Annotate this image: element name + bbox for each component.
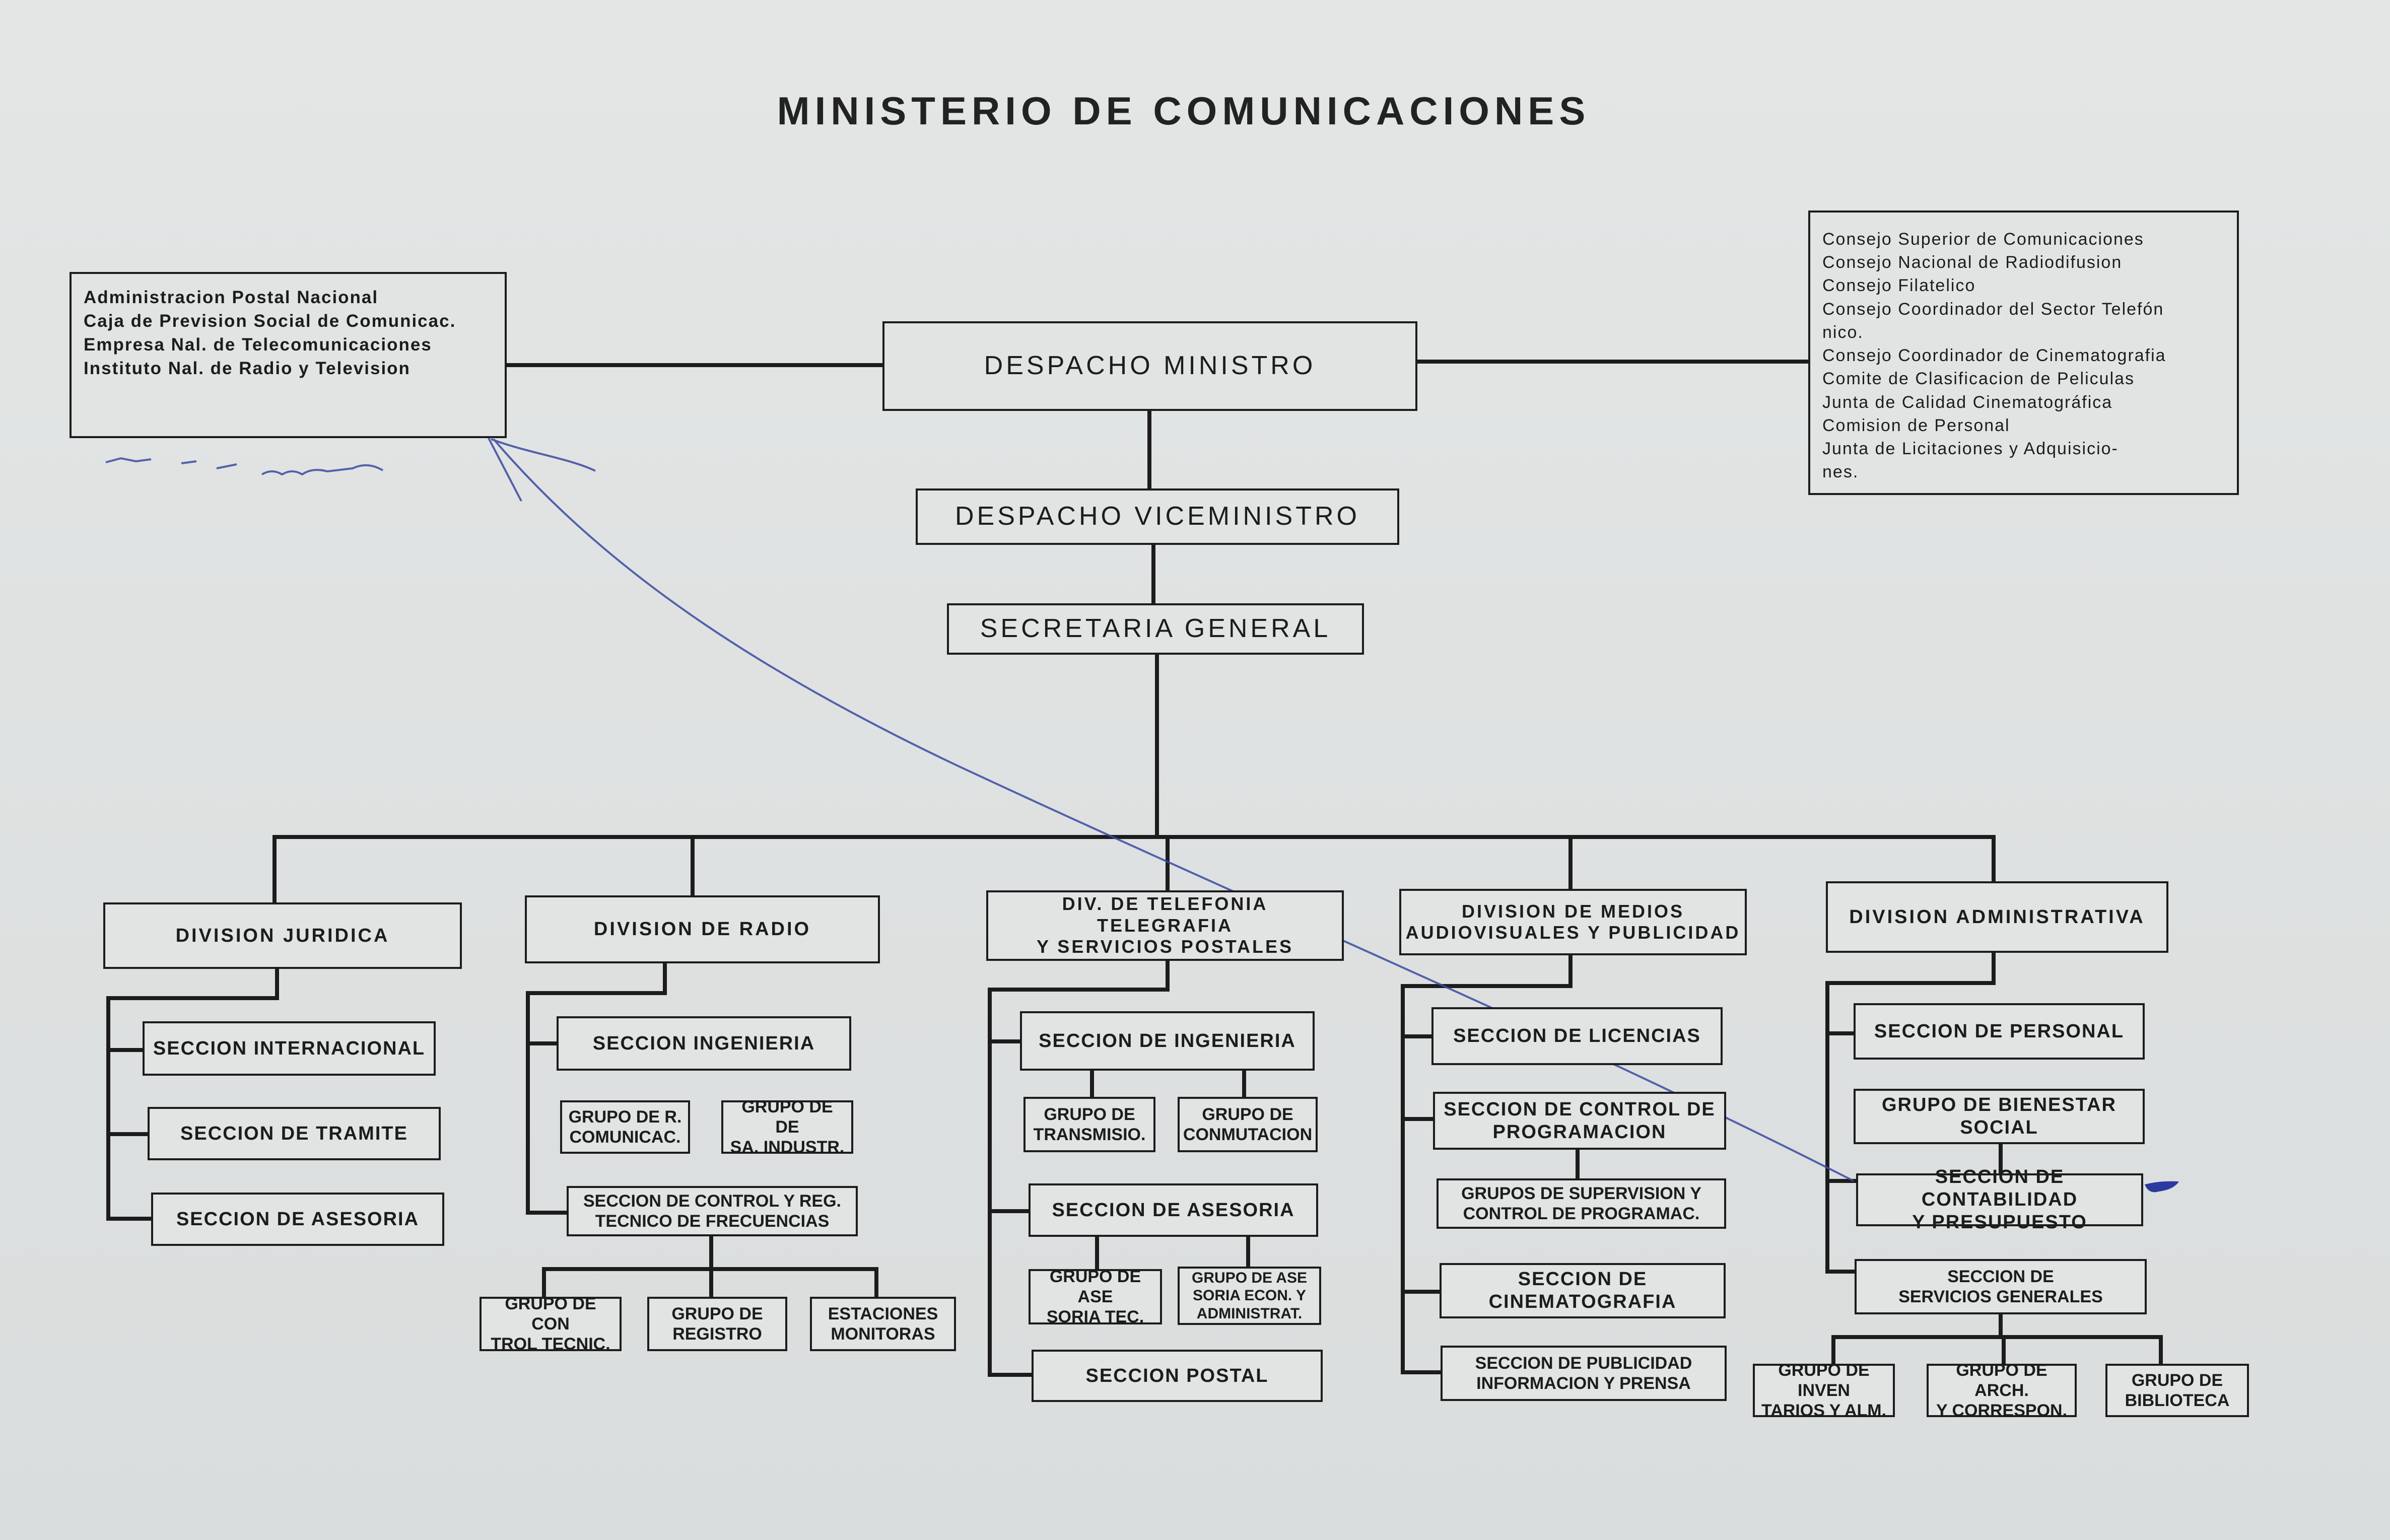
council-item: Consejo Coordinador de Cinematografia — [1822, 346, 2166, 366]
estaciones-monitoras-box: ESTACIONES MONITORAS — [810, 1297, 956, 1351]
council-item: nico. — [1822, 322, 1864, 342]
seccion-asesoria-juridica-box: SECCION DE ASESORIA — [151, 1193, 444, 1246]
council-item: Junta de Licitaciones y Adquisicio- — [1822, 439, 2119, 459]
division-juridica-box: DIVISION JURIDICA — [103, 902, 462, 969]
grupo-transmision-box: GRUPO DE TRANSMISIO. — [1023, 1097, 1155, 1152]
grupos-supervision-box: GRUPOS DE SUPERVISION Y CONTROL DE PROGR… — [1437, 1178, 1726, 1229]
grupo-registro-box: GRUPO DE REGISTRO — [647, 1297, 787, 1351]
council-item: Consejo Coordinador del Sector Telefón — [1822, 299, 2164, 319]
council-item: Consejo Filatelico — [1822, 276, 1976, 296]
attached-entities-box: Administracion Postal Nacional Caja de P… — [70, 272, 507, 438]
seccion-contabilidad-box: SECCION DE CONTABILIDAD Y PRESUPUESTO — [1856, 1166, 2143, 1233]
secretaria-general-box: SECRETARIA GENERAL — [947, 603, 1364, 655]
seccion-ingenieria-telefonia-box: SECCION DE INGENIERIA — [1020, 1011, 1315, 1071]
seccion-licencias-box: SECCION DE LICENCIAS — [1431, 1007, 1723, 1065]
division-telefonia-box: DIV. DE TELEFONIA TELEGRAFIA Y SERVICIOS… — [986, 890, 1344, 961]
councils-box: Consejo Superior de Comunicaciones Conse… — [1808, 211, 2239, 495]
despacho-ministro-box: DESPACHO MINISTRO — [882, 321, 1417, 411]
grupo-bienestar-box: GRUPO DE BIENESTAR SOCIAL — [1854, 1089, 2145, 1144]
entity-item: Administracion Postal Nacional — [84, 288, 379, 307]
despacho-viceministro-box: DESPACHO VICEMINISTRO — [916, 488, 1399, 545]
seccion-publicidad-box: SECCION DE PUBLICIDAD INFORMACION Y PREN… — [1441, 1346, 1727, 1401]
council-item: nes. — [1822, 462, 1859, 482]
entity-item: Instituto Nal. de Radio y Television — [84, 358, 411, 378]
seccion-control-frecuencias-box: SECCION DE CONTROL Y REG. TECNICO DE FRE… — [567, 1186, 858, 1236]
grupo-control-tecnic-box: GRUPO DE CON TROL TECNIC. — [480, 1294, 622, 1354]
seccion-tramite-box: SECCION DE TRAMITE — [148, 1107, 441, 1160]
council-item: Consejo Superior de Comunicaciones — [1822, 230, 2144, 249]
grupo-asesoria-econ-box: GRUPO DE ASE SORIA ECON. Y ADMINISTRAT. — [1178, 1267, 1321, 1325]
grupo-asesoria-tec-box: GRUPO DE ASE SORIA TEC. — [1029, 1267, 1162, 1326]
grupo-archivo-box: GRUPO DE ARCH. Y CORRESPON. — [1927, 1361, 2077, 1420]
page-title: MINISTERIO DE COMUNICACIONES — [777, 89, 1591, 133]
seccion-personal-box: SECCION DE PERSONAL — [1854, 1003, 2145, 1060]
division-radio-box: DIVISION DE RADIO — [525, 895, 880, 963]
council-item: Comite de Clasificacion de Peliculas — [1822, 369, 2135, 389]
entity-item: Caja de Prevision Social de Comunicac. — [84, 311, 456, 331]
grupo-comunicac-box: GRUPO DE R. COMUNICAC. — [560, 1100, 690, 1154]
council-item: Consejo Nacional de Radiodifusion — [1822, 253, 2123, 272]
division-administrativa-box: DIVISION ADMINISTRATIVA — [1826, 881, 2168, 953]
seccion-postal-box: SECCION POSTAL — [1032, 1350, 1323, 1402]
grupo-biblioteca-box: GRUPO DE BIBLIOTECA — [2105, 1364, 2249, 1417]
division-medios-box: DIVISION DE MEDIOS AUDIOVISUALES Y PUBLI… — [1399, 889, 1747, 955]
grupo-inventarios-box: GRUPO DE INVEN TARIOS Y ALM. — [1753, 1361, 1895, 1420]
grupo-conmutacion-box: GRUPO DE CONMUTACION — [1178, 1097, 1318, 1152]
council-item: Comision de Personal — [1822, 415, 2010, 435]
seccion-asesoria-telefonia-box: SECCION DE ASESORIA — [1029, 1183, 1318, 1237]
seccion-cinematografia-box: SECCION DE CINEMATOGRAFIA — [1440, 1263, 1726, 1318]
seccion-control-programacion-box: SECCION DE CONTROL DE PROGRAMACION — [1433, 1092, 1726, 1150]
seccion-servicios-generales-box: SECCION DE SERVICIOS GENERALES — [1855, 1259, 2147, 1314]
council-item: Junta de Calidad Cinematográfica — [1822, 392, 2113, 412]
seccion-internacional-box: SECCION INTERNACIONAL — [143, 1021, 436, 1076]
seccion-ingenieria-radio-box: SECCION INGENIERIA — [557, 1016, 851, 1071]
entity-item: Empresa Nal. de Telecomunicaciones — [84, 334, 432, 355]
grupo-desa-industr-box: GRUPO DE DE SA. INDUSTR. — [721, 1097, 853, 1157]
